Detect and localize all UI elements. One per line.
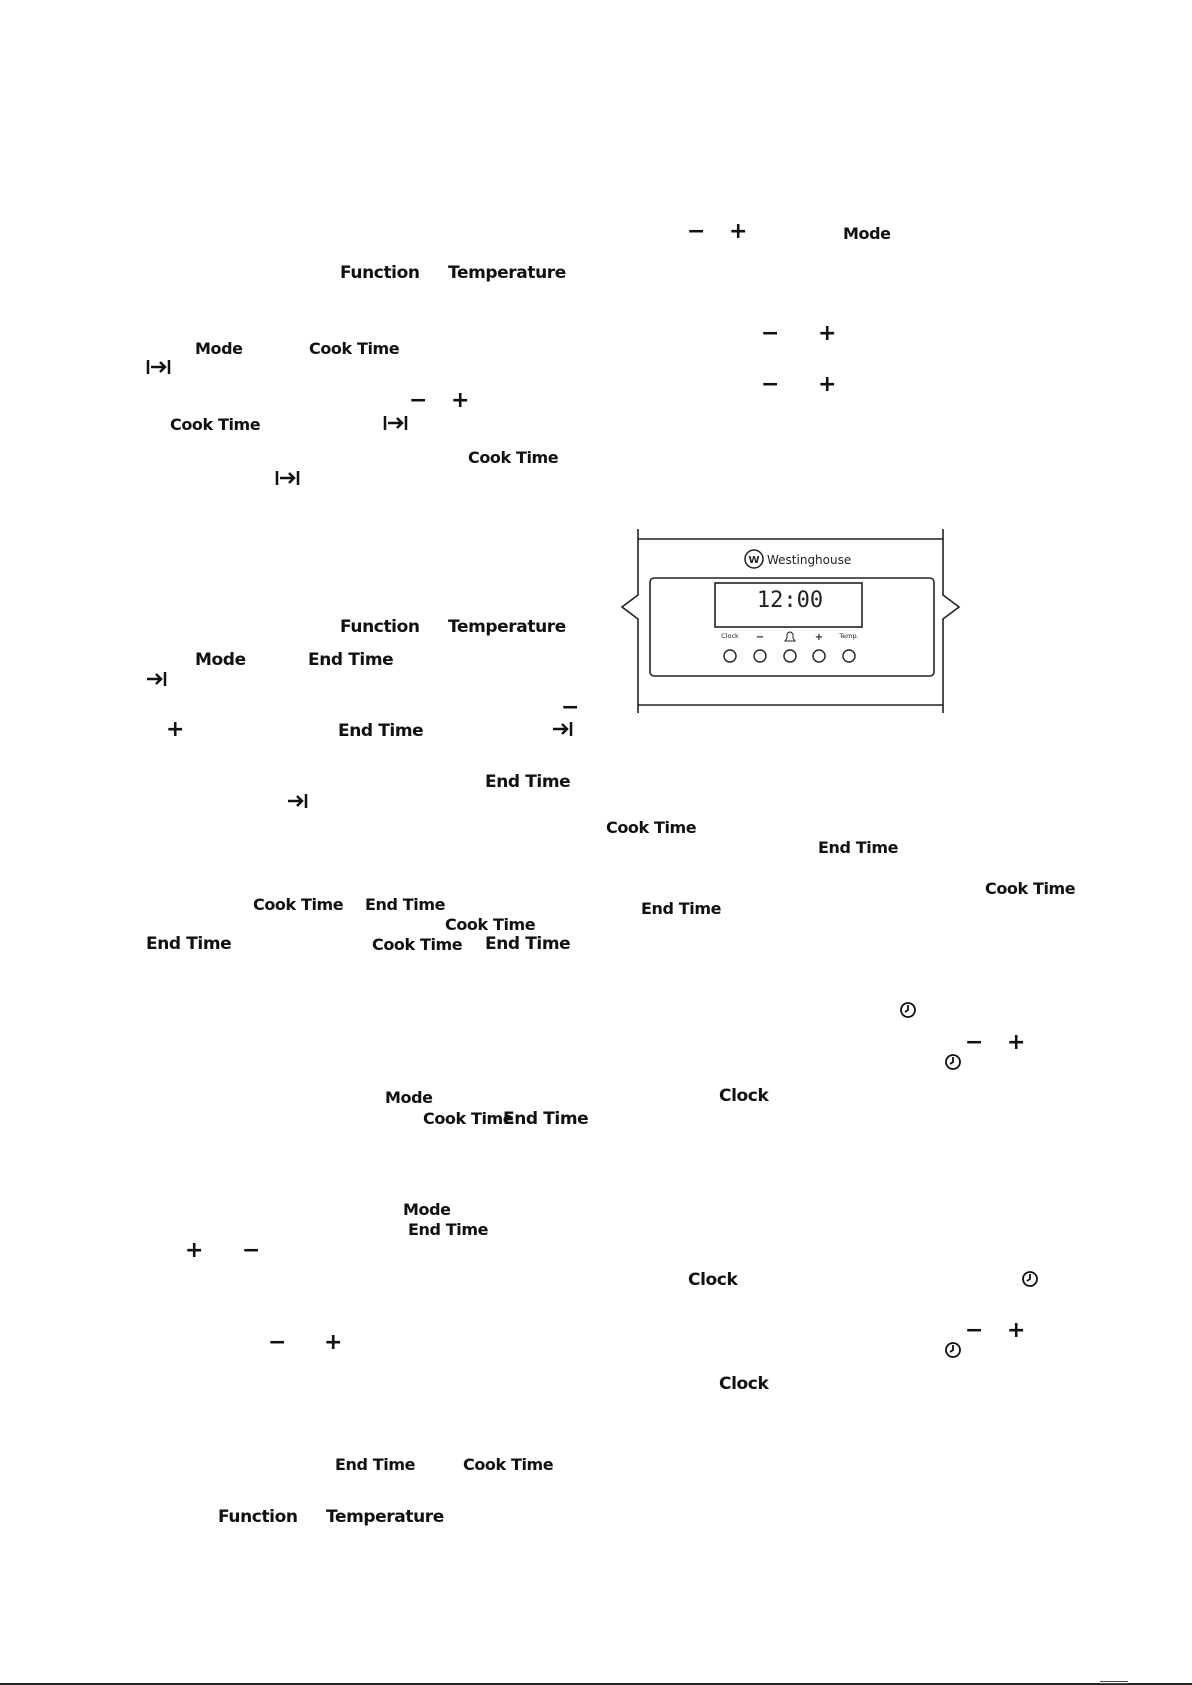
minus-symbol: − <box>687 219 706 244</box>
cook-time-label: Cook Time <box>468 448 559 467</box>
cook-time-label: Cook Time <box>309 339 400 358</box>
end-time-label: End Time <box>503 1109 589 1129</box>
panel-clock-button[interactable] <box>723 649 737 663</box>
svg-text:W: W <box>748 555 759 566</box>
temperature-label: Temperature <box>448 263 566 283</box>
minus-symbol: − <box>409 388 428 413</box>
plus-symbol: + <box>729 219 748 244</box>
skip-to-end-icon <box>275 471 300 485</box>
clock-label: Clock <box>719 1086 769 1106</box>
minus-symbol: − <box>761 321 780 346</box>
function-label: Function <box>340 263 420 283</box>
brand-name: Westinghouse <box>767 553 851 567</box>
end-time-label: End Time <box>338 721 424 741</box>
clock-icon <box>900 1002 916 1018</box>
page-footer-rule <box>0 1683 1192 1685</box>
panel-temp-label: Temp. <box>838 632 858 640</box>
clock-display: 12:00 <box>757 588 823 613</box>
mode-label: Mode <box>385 1088 433 1107</box>
cook-time-label: Cook Time <box>463 1455 554 1474</box>
skip-to-end-icon <box>383 416 408 430</box>
panel-plus-label: + <box>815 632 823 643</box>
end-time-label: End Time <box>335 1455 416 1474</box>
mode-label: Mode <box>195 339 243 358</box>
plus-symbol: + <box>1007 1030 1026 1055</box>
end-time-label: End Time <box>485 772 571 792</box>
cook-time-label: Cook Time <box>170 415 261 434</box>
plus-symbol: + <box>166 717 185 742</box>
arrow-to-end-icon <box>288 794 308 808</box>
minus-symbol: − <box>965 1030 984 1055</box>
arrow-to-end-icon <box>553 722 573 736</box>
plus-symbol: + <box>818 321 837 346</box>
mode-label: Mode <box>843 224 891 243</box>
panel-minus-button[interactable] <box>753 649 767 663</box>
function-label: Function <box>340 617 420 637</box>
bell-icon <box>784 631 796 642</box>
function-label: Function <box>218 1507 298 1527</box>
plus-symbol: + <box>185 1238 204 1263</box>
panel-temp-button[interactable] <box>842 649 856 663</box>
cook-time-label: Cook Time <box>253 895 344 914</box>
cook-time-label: Cook Time <box>985 879 1076 898</box>
end-time-label: End Time <box>146 934 232 954</box>
end-time-label: End Time <box>308 650 394 670</box>
minus-symbol: − <box>965 1318 984 1343</box>
page-footer-mark <box>1100 1681 1128 1684</box>
end-time-label: End Time <box>408 1220 489 1239</box>
end-time-label: End Time <box>641 899 722 918</box>
cook-time-label: Cook Time <box>372 935 463 954</box>
skip-to-end-icon <box>146 360 171 374</box>
clock-icon <box>945 1054 961 1070</box>
minus-symbol: − <box>242 1238 261 1263</box>
plus-symbol: + <box>324 1330 343 1355</box>
panel-minus-label: − <box>756 632 764 643</box>
cook-time-label: Cook Time <box>606 818 697 837</box>
cook-time-label: Cook Time <box>445 915 536 934</box>
arrow-to-end-icon <box>147 672 167 686</box>
panel-plus-button[interactable] <box>812 649 826 663</box>
clock-icon <box>1022 1271 1038 1287</box>
temperature-label: Temperature <box>448 617 566 637</box>
end-time-label: End Time <box>365 895 446 914</box>
minus-symbol: − <box>268 1330 287 1355</box>
oven-control-panel-figure: W Westinghouse 12:00 Clock − + Temp. <box>620 529 961 713</box>
end-time-label: End Time <box>818 838 899 857</box>
cook-time-label: Cook Time <box>423 1109 514 1128</box>
clock-label: Clock <box>688 1270 738 1290</box>
plus-symbol: + <box>818 372 837 397</box>
clock-label: Clock <box>719 1374 769 1394</box>
clock-icon <box>945 1342 961 1358</box>
westinghouse-logo: W <box>744 549 764 569</box>
panel-clock-label: Clock <box>721 632 739 640</box>
panel-bell-button[interactable] <box>783 649 797 663</box>
mode-label: Mode <box>195 650 246 670</box>
minus-symbol: − <box>561 695 580 720</box>
temperature-label: Temperature <box>326 1507 444 1527</box>
mode-label: Mode <box>403 1200 451 1219</box>
minus-symbol: − <box>761 372 780 397</box>
end-time-label: End Time <box>485 934 571 954</box>
plus-symbol: + <box>451 388 470 413</box>
plus-symbol: + <box>1007 1318 1026 1343</box>
